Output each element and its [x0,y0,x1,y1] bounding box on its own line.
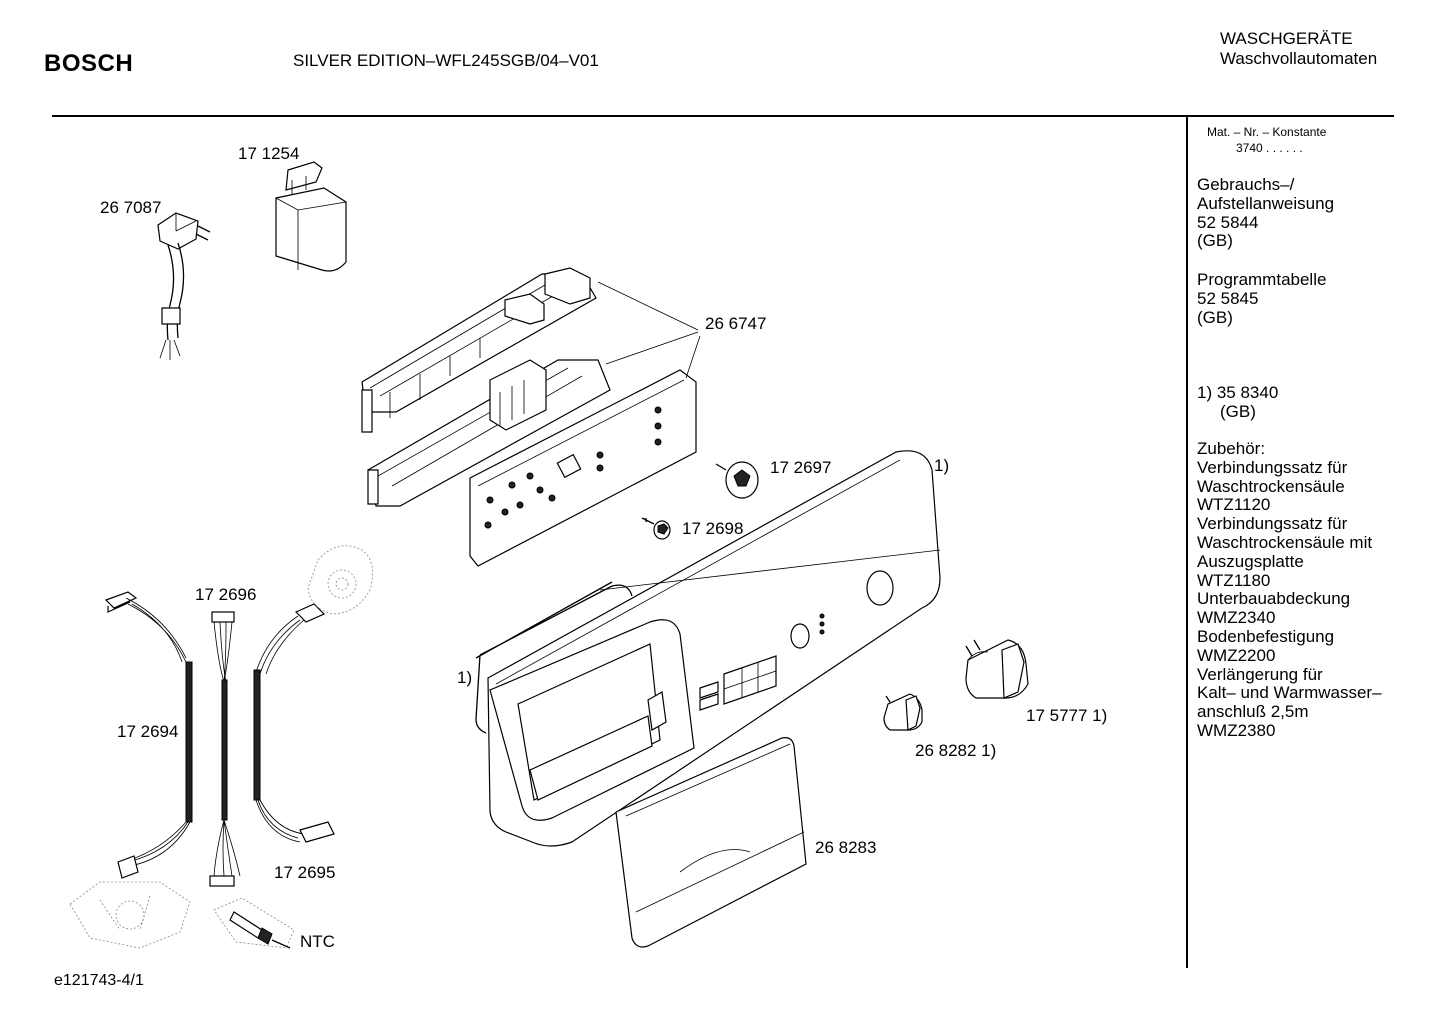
footnote-marker-panel: 1) [934,456,950,475]
footnote-marker-seal: 1) [457,668,473,687]
part-label-172694[interactable]: 17 2694 [117,722,179,741]
accessory-item: Unterbauabdeckung [1197,589,1351,609]
drawing-id: e121743-4/1 [54,972,144,989]
manual-title-line1: Gebrauchs–/ [1197,175,1295,194]
part-label-268283[interactable]: 26 8283 [815,838,877,857]
leader-266747 [597,281,701,379]
category-subtitle: Waschvollautomaten [1220,49,1378,68]
program-table-language: (GB) [1197,307,1233,327]
manual-block: Gebrauchs–/ Aufstellanweisung 52 5844 (G… [1197,175,1335,251]
program-table-title: Programmtabelle [1197,270,1327,289]
part-label-175777[interactable]: 17 5777 1) [1026,706,1108,725]
note-reference: 1) 35 8340 [1197,383,1279,402]
accessory-item: Verlängerung für [1197,664,1323,684]
accessory-item: WTZ1120 [1197,495,1271,515]
accessories-title: Zubehör: [1197,439,1266,458]
part-label-171254[interactable]: 17 1254 [238,144,300,163]
accessory-item: Verbindungssatz für [1197,514,1348,534]
accessory-item: Waschtrockensäule [1197,476,1345,496]
accessories-block: Zubehör: Verbindungssatz für Waschtrocke… [1197,439,1382,741]
program-table-block: Programmtabelle 52 5845 (GB) [1197,270,1327,327]
temperature-knob-part[interactable] [883,693,923,731]
sidebar-divider [1186,116,1188,968]
detergent-drawer-handle[interactable] [615,737,807,948]
capacitor-part[interactable] [275,161,347,272]
brand-logo: BOSCH [44,50,134,77]
part-label-172696[interactable]: 17 2696 [195,585,257,604]
part-label-172697[interactable]: 17 2697 [770,458,832,477]
ntc-sensor-part[interactable] [213,897,295,949]
panel-seal-part[interactable] [475,581,633,734]
motor-ghost-outline [307,545,374,615]
part-label-267087[interactable]: 26 7087 [100,198,162,217]
part-label-266747[interactable]: 26 6747 [705,314,767,333]
pump-ghost-outline [69,881,191,949]
control-module-housing-lower[interactable] [367,359,611,507]
temperature-selector-hole [790,623,810,649]
program-selector-hole [866,570,894,606]
control-module-housing-upper[interactable] [361,267,597,433]
accessory-item: Bodenbefestigung [1197,626,1335,646]
part-label-172695[interactable]: 17 2695 [274,863,336,882]
part-label-172698[interactable]: 17 2698 [682,519,744,538]
header-divider [52,115,1394,117]
accessory-item: anschluß 2,5m [1197,702,1309,722]
cable-harness-172695[interactable] [253,603,335,843]
mat-nr-value: 3740 . . . . . . [1236,141,1303,155]
accessory-item: WTZ1180 [1197,570,1271,590]
detergent-drawer-frame[interactable] [489,619,695,821]
cable-harness-172694[interactable] [104,591,193,879]
note-language: (GB) [1220,401,1256,421]
option-buttons-cutout [699,655,777,711]
manual-number: 52 5844 [1197,212,1259,232]
manual-title-line2: Aufstellanweisung [1197,193,1335,213]
accessory-item: WMZ2340 [1197,608,1276,628]
mat-nr-label: Mat. – Nr. – Konstante [1207,125,1327,139]
program-table-number: 52 5845 [1197,288,1259,308]
manual-language: (GB) [1197,231,1233,251]
part-label-268282[interactable]: 26 8282 1) [915,741,997,760]
accessory-item: WMZ2200 [1197,645,1276,665]
electronic-module-board[interactable] [469,369,697,567]
cable-harness-172696[interactable] [209,611,241,887]
accessory-item: Kalt– und Warmwasser– [1197,683,1382,703]
power-cord-part[interactable] [157,212,211,360]
knob-pin-part[interactable] [641,517,671,540]
program-knob-spindle-part[interactable] [715,461,759,499]
exploded-view-drawing [69,161,1029,949]
model-title: SILVER EDITION–WFL245SGB/04–V01 [293,51,599,70]
category-title: WASCHGERÄTE [1220,29,1353,48]
accessory-item: Auszugsplatte [1197,551,1304,571]
program-knob-part[interactable] [965,639,1029,699]
accessory-item: Waschtrockensäule mit [1197,532,1373,552]
accessory-item: Verbindungssatz für [1197,457,1348,477]
note-block: 1) 35 8340 (GB) [1197,383,1279,422]
part-label-ntc[interactable]: NTC [300,932,335,951]
accessory-item: WMZ2380 [1197,720,1276,740]
